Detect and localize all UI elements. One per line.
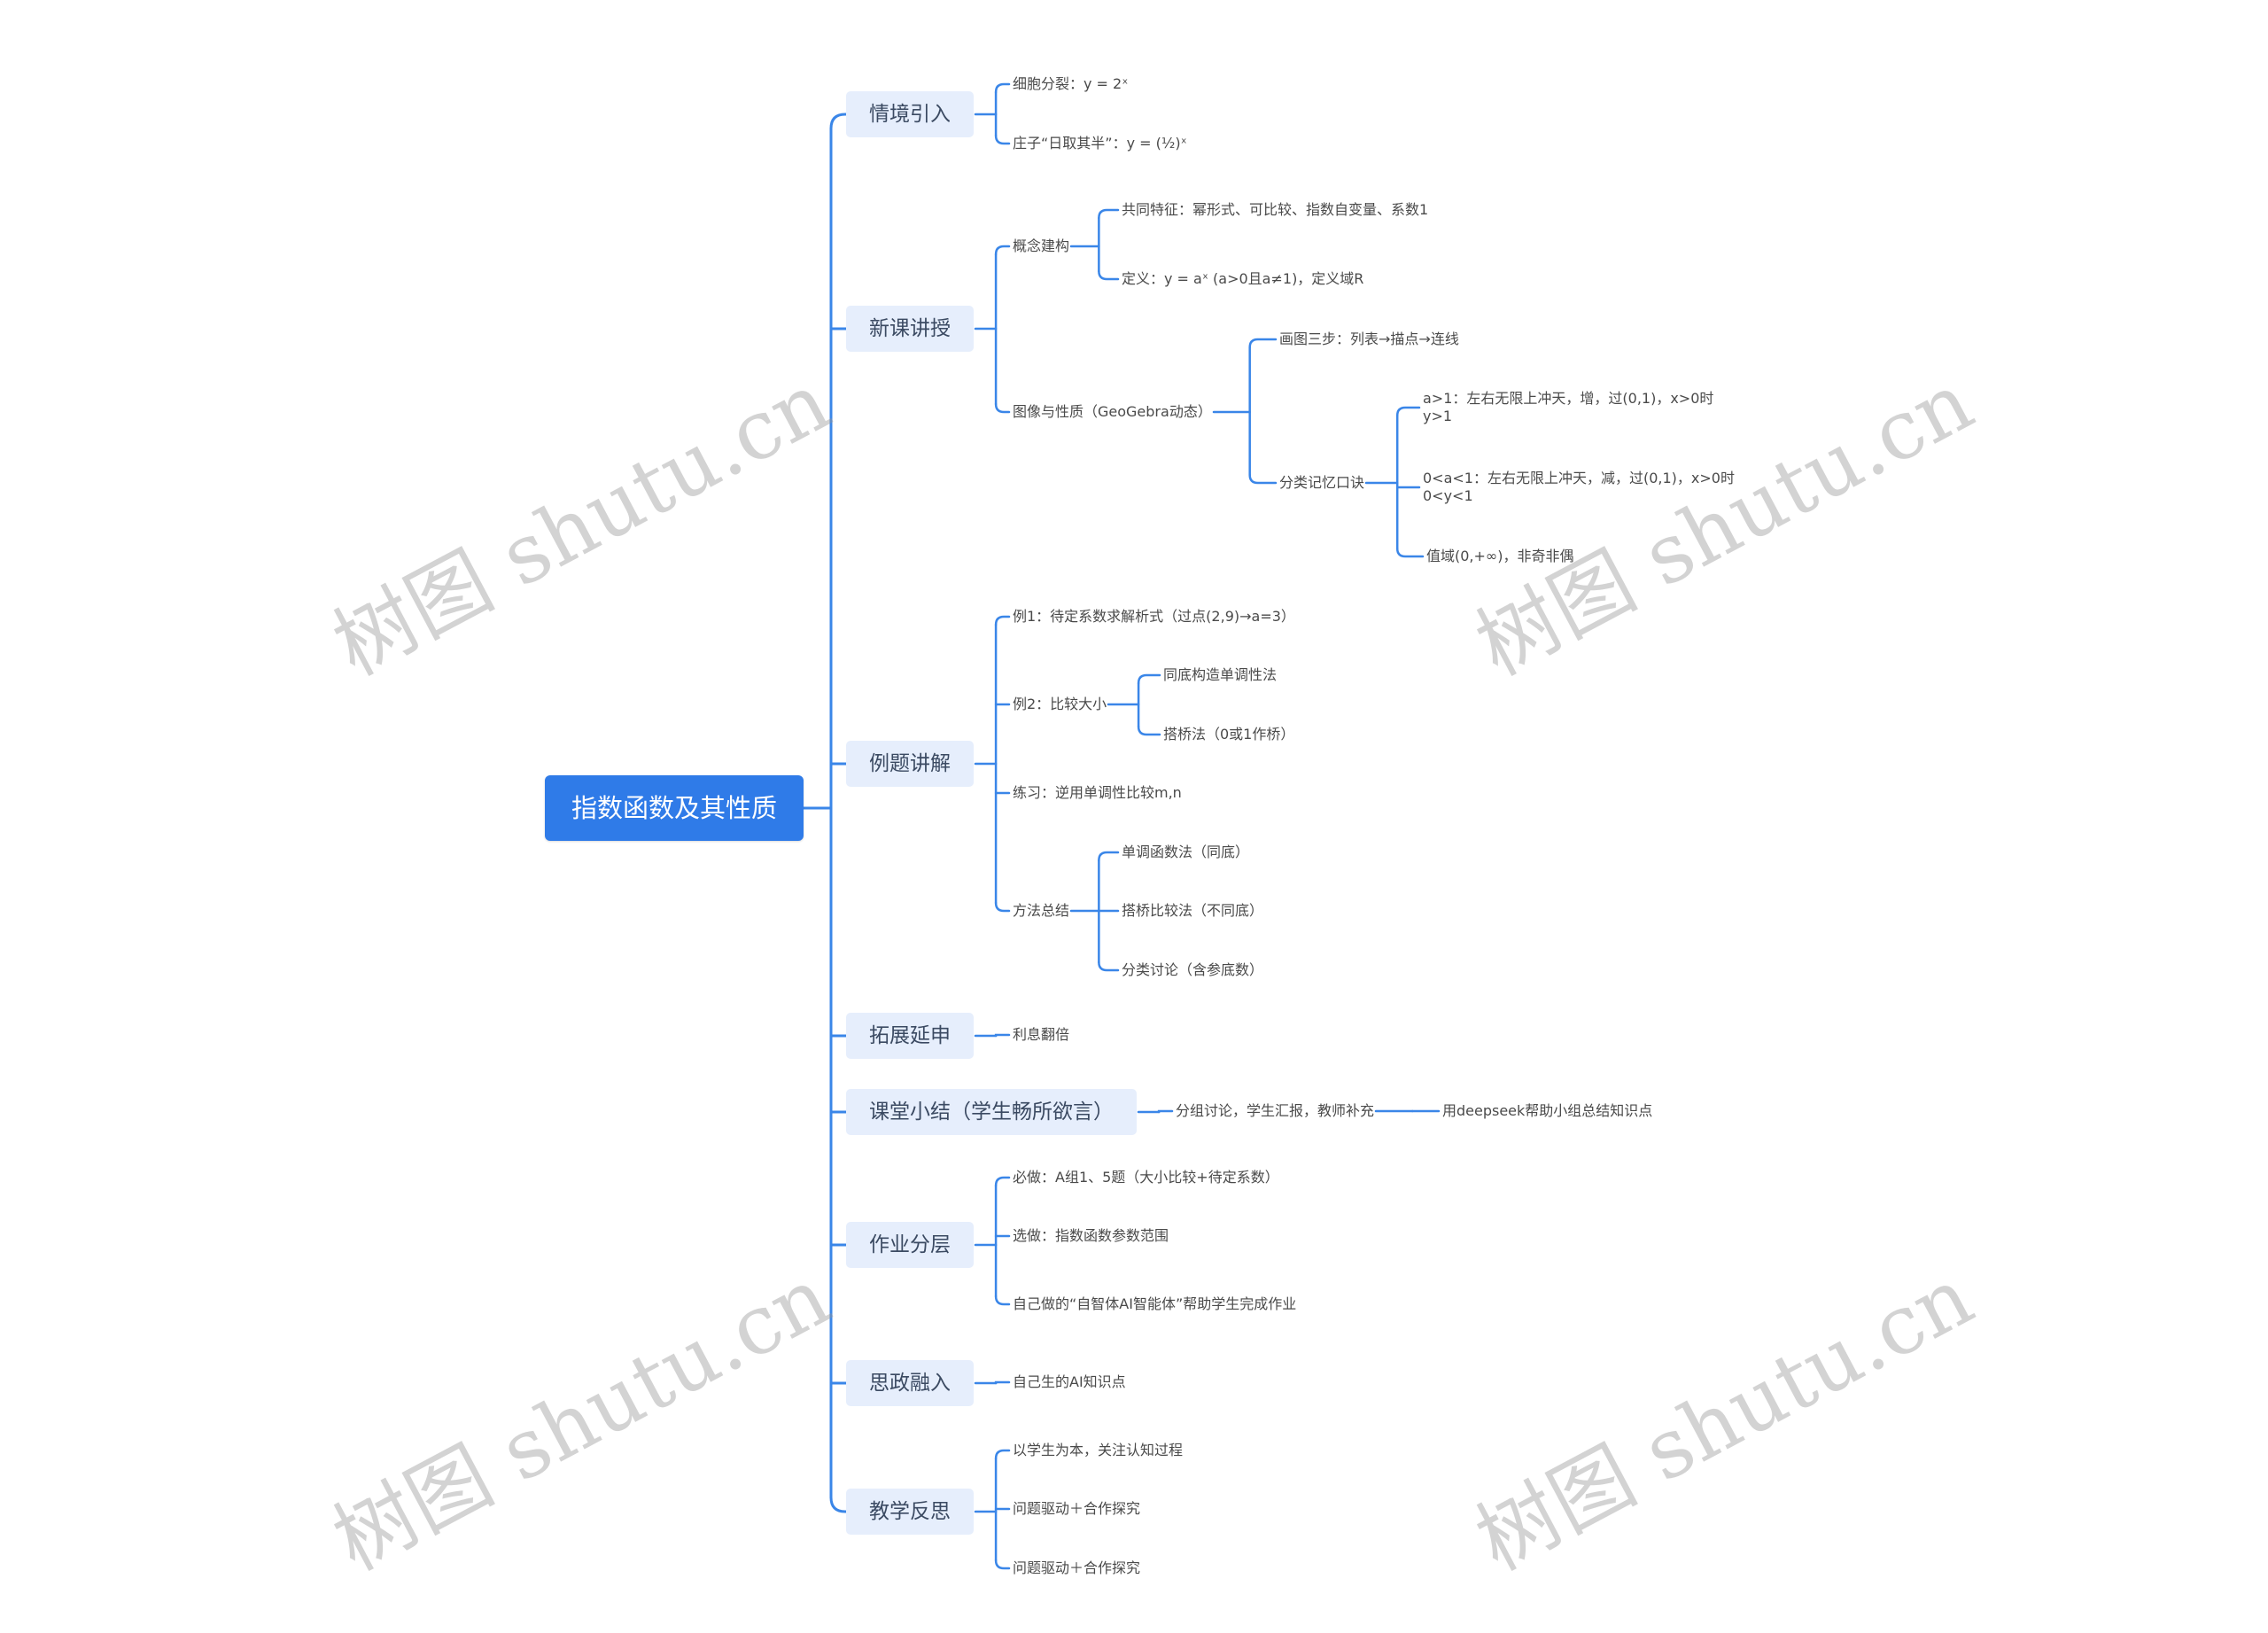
branch-topic[interactable]: 拓展延申 — [846, 1013, 974, 1059]
subtopic[interactable]: 分类记忆口诀 — [1279, 474, 1365, 492]
subtopic[interactable]: 共同特征：幂形式、可比较、指数自变量、系数1 — [1122, 201, 1441, 219]
connector-line — [994, 1380, 1011, 1385]
subtopic[interactable]: 搭桥比较法（不同底） — [1122, 902, 1264, 920]
subtopic[interactable]: 庄子“日取其半”：y = (½)ˣ — [1013, 135, 1187, 152]
subtopic[interactable]: 必做：A组1、5题（大小比较+待定系数） — [1013, 1169, 1279, 1186]
subtopic[interactable]: 图像与性质（GeoGebra动态） — [1013, 403, 1212, 421]
connector-line — [1098, 208, 1120, 220]
connector-line — [1395, 406, 1421, 417]
subtopic[interactable]: 问题驱动＋合作探究 — [1013, 1559, 1141, 1577]
connector-line — [994, 901, 1011, 913]
connector-line — [829, 1496, 848, 1513]
subtopic[interactable]: 利息翻倍 — [1013, 1026, 1070, 1044]
subtopic[interactable]: 概念建构 — [1013, 237, 1070, 255]
branch-topic[interactable]: 课堂小结（学生畅所欲言） — [846, 1089, 1137, 1135]
subtopic[interactable]: 画图三步：列表→描点→连线 — [1279, 330, 1459, 348]
connector-line — [994, 1176, 1011, 1187]
connector-line — [994, 1295, 1011, 1306]
connector-line — [1098, 960, 1120, 972]
subtopic[interactable]: 练习：逆用单调性比较m,n — [1013, 784, 1182, 802]
connector-line — [994, 1449, 1011, 1460]
branch-topic[interactable]: 情境引入 — [846, 91, 974, 137]
branch-topic[interactable]: 作业分层 — [846, 1222, 974, 1268]
connector-line — [1137, 673, 1161, 685]
connector-line — [994, 615, 1011, 626]
connector-line — [994, 402, 1011, 414]
connector-line — [1248, 338, 1278, 349]
subtopic[interactable]: 单调函数法（同底） — [1122, 844, 1250, 861]
subtopic[interactable]: 分组讨论，学生汇报，教师补充 — [1176, 1102, 1375, 1120]
subtopic[interactable]: 方法总结 — [1013, 902, 1070, 920]
connector-line — [1137, 725, 1161, 736]
subtopic[interactable]: 分类讨论（含参底数） — [1122, 961, 1264, 979]
connector-line — [1098, 851, 1120, 862]
subtopic[interactable]: 同底构造单调性法 — [1163, 666, 1278, 684]
branch-topic[interactable]: 思政融入 — [846, 1360, 974, 1406]
subtopic[interactable]: 值域(0,+∞)，非奇非偶 — [1426, 548, 1574, 565]
connector-line — [1098, 269, 1120, 281]
subtopic[interactable]: 细胞分裂：y = 2ˣ — [1013, 75, 1129, 93]
connector-line — [1248, 473, 1278, 485]
subtopic[interactable]: 例2：比较大小 — [1013, 696, 1107, 713]
connector-line — [994, 1559, 1011, 1570]
subtopic[interactable]: 选做：指数函数参数范围 — [1013, 1227, 1169, 1245]
connector-line — [829, 113, 848, 130]
subtopic[interactable]: 自己做的“自智体AI智能体”帮助学生完成作业 — [1013, 1295, 1340, 1313]
connector-line — [1157, 1109, 1174, 1114]
subtopic[interactable]: 定义：y = aˣ (a>0且a≠1)，定义域R — [1122, 270, 1364, 288]
subtopic[interactable]: 搭桥法（0或1作桥） — [1163, 726, 1295, 743]
connector-line — [994, 82, 1011, 94]
subtopic[interactable]: 0<a<1：左右无限上冲天，减，过(0,1)，x>0时0<y<1 — [1423, 470, 1742, 505]
connector-line — [994, 1033, 1011, 1038]
subtopic[interactable]: 以学生为本，关注认知过程 — [1013, 1442, 1184, 1459]
branch-topic[interactable]: 新课讲授 — [846, 306, 974, 352]
subtopic[interactable]: a>1：左右无限上冲天，增，过(0,1)，x>0时y>1 — [1423, 390, 1742, 425]
connector-line — [994, 245, 1011, 256]
subtopic[interactable]: 问题驱动＋合作探究 — [1013, 1500, 1141, 1518]
connector-line — [1395, 547, 1425, 558]
subtopic[interactable]: 例1：待定系数求解析式（过点(2,9)→a=3） — [1013, 608, 1295, 626]
root-topic[interactable]: 指数函数及其性质 — [545, 775, 804, 841]
connector-line — [994, 134, 1011, 145]
branch-topic[interactable]: 教学反思 — [846, 1489, 974, 1535]
branch-topic[interactable]: 例题讲解 — [846, 741, 974, 787]
subtopic[interactable]: 用deepseek帮助小组总结知识点 — [1442, 1102, 1653, 1120]
subtopic[interactable]: 自己生的AI知识点 — [1013, 1373, 1126, 1391]
